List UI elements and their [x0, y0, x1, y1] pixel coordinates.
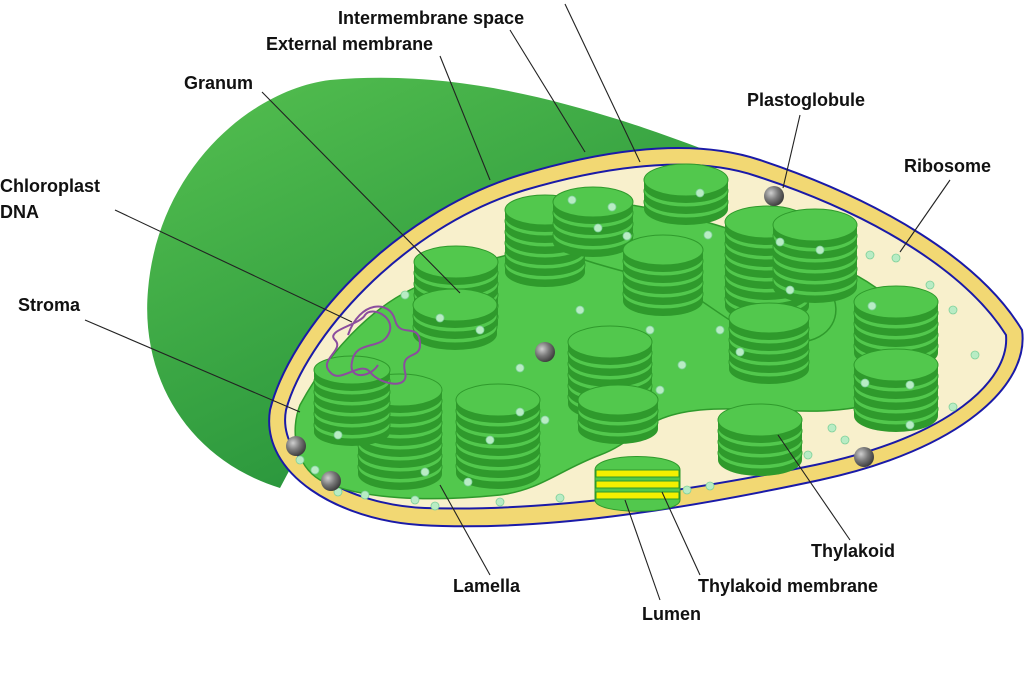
granum-stacks	[313, 163, 939, 490]
lumen-stack	[594, 456, 681, 512]
ribosome-dot	[785, 285, 795, 295]
ribosome-dot	[515, 407, 525, 417]
granum-stack	[455, 383, 541, 489]
ribosome-dot	[475, 325, 485, 335]
ribosome-dot	[555, 493, 565, 503]
ribosome-dot	[677, 360, 687, 370]
ribosome-dot	[485, 435, 495, 445]
label-granum: Granum	[184, 73, 253, 93]
ribosome-dot	[715, 325, 725, 335]
ribosome-dot	[400, 290, 410, 300]
label-external-membrane: External membrane	[266, 34, 433, 54]
label-stroma: Stroma	[18, 295, 81, 315]
ribosome-dot	[420, 467, 430, 477]
ribosome-dot	[310, 465, 320, 475]
granum-stack	[643, 163, 729, 225]
label-thylakoid: Thylakoid	[811, 541, 895, 561]
ribosome-dot	[410, 495, 420, 505]
label-intermembrane-space: Intermembrane space	[338, 8, 524, 28]
ribosome-dot	[645, 325, 655, 335]
ribosome-dot	[925, 280, 935, 290]
ribosome-dot	[891, 253, 901, 263]
label-thylakoid-membrane: Thylakoid membrane	[698, 576, 878, 596]
plastoglobules	[286, 186, 874, 491]
ribosome-dot	[948, 402, 958, 412]
granum-stack	[412, 288, 498, 350]
ribosome-dot	[295, 455, 305, 465]
ribosome-dot	[948, 305, 958, 315]
granum-stack	[717, 403, 803, 476]
ribosome-dot	[905, 380, 915, 390]
ribosome-dot	[463, 477, 473, 487]
ribosome-dot	[655, 385, 665, 395]
ribosome-dot	[865, 250, 875, 260]
label-lumen: Lumen	[642, 604, 701, 624]
ribosome-dot	[970, 350, 980, 360]
ribosome-dot	[360, 490, 370, 500]
ribosomes	[295, 188, 980, 511]
ribosome-dot	[567, 195, 577, 205]
granum-stack	[728, 302, 810, 384]
ribosome-dot	[515, 363, 525, 373]
label-ribosome: Ribosome	[904, 156, 991, 176]
ribosome-dot	[860, 378, 870, 388]
ribosome-dot	[815, 245, 825, 255]
ribosome-dot	[705, 481, 715, 491]
ribosome-dot	[905, 420, 915, 430]
ribosome-dot	[575, 305, 585, 315]
ribosome-dot	[695, 188, 705, 198]
ribosome-dot	[607, 202, 617, 212]
chloroplast-dna	[326, 305, 422, 385]
ribosome-dot	[593, 223, 603, 233]
ribosome-dot	[840, 435, 850, 445]
label-plastoglobule: Plastoglobule	[747, 90, 865, 110]
ribosome-dot	[435, 313, 445, 323]
granum-stack	[853, 348, 939, 432]
leader-lines	[84, 3, 951, 601]
granum-stack	[772, 208, 858, 303]
label-chloroplast-dna-line1: Chloroplast	[0, 176, 100, 196]
ribosome-dot	[430, 501, 440, 511]
labels: Intermembrane space External membrane Gr…	[0, 8, 991, 624]
granum-stack	[577, 384, 659, 444]
ribosome-dot	[803, 450, 813, 460]
ribosome-dot	[867, 301, 877, 311]
ribosome-dot	[333, 430, 343, 440]
label-chloroplast-dna-line2: DNA	[0, 202, 39, 222]
granum-stack	[622, 234, 704, 316]
ribosome-dot	[622, 231, 632, 241]
granum-stack	[552, 186, 634, 257]
ribosome-dot	[827, 423, 837, 433]
label-lamella: Lamella	[453, 576, 521, 596]
ribosome-dot	[703, 230, 713, 240]
ribosome-dot	[495, 497, 505, 507]
ribosome-dot	[682, 485, 692, 495]
ribosome-dot	[735, 347, 745, 357]
ribosome-dot	[775, 237, 785, 247]
ribosome-dot	[540, 415, 550, 425]
